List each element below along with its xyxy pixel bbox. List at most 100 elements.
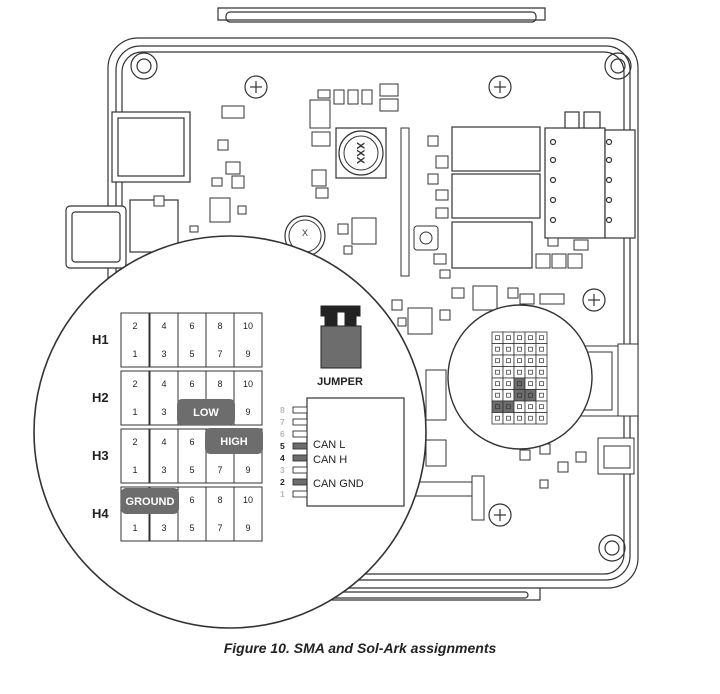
connector-pin-number: 2 xyxy=(280,477,285,487)
pin-number-bottom: 3 xyxy=(161,465,166,475)
pin-number-top: 8 xyxy=(217,379,222,389)
pin-number-bottom: 5 xyxy=(189,349,194,359)
mini-header-pin xyxy=(539,346,544,352)
mini-header-cell xyxy=(513,400,526,413)
connector-pin-number: 3 xyxy=(280,465,285,475)
pin-number-top: 6 xyxy=(189,321,194,331)
mini-header-cell xyxy=(524,377,537,390)
mini-header-cell xyxy=(535,400,548,413)
mini-header-pin xyxy=(517,381,522,387)
connector-pin-number: 4 xyxy=(280,453,285,463)
connector-pin xyxy=(292,442,308,450)
mini-header-pin xyxy=(539,369,544,375)
mini-header-cell xyxy=(513,412,526,425)
mini-header-pin xyxy=(539,404,544,410)
header-pin-cell xyxy=(120,370,150,426)
mini-header-pin xyxy=(506,369,511,375)
mini-header-pin xyxy=(528,346,533,352)
mini-header-pin xyxy=(539,381,544,387)
mini-header-pin xyxy=(495,404,500,410)
mini-header-cell xyxy=(513,331,526,344)
pin-number-bottom: 5 xyxy=(189,523,194,533)
pin-number-top: 2 xyxy=(132,321,137,331)
pin-number-bottom: 9 xyxy=(245,523,250,533)
tag-low-label: LOW xyxy=(193,407,219,419)
pin-number-top: 6 xyxy=(189,379,194,389)
mini-header-cell xyxy=(535,412,548,425)
mini-header-pin xyxy=(539,358,544,364)
mini-header-cell xyxy=(535,377,548,390)
mini-header-cell xyxy=(535,366,548,379)
header-pin-cell xyxy=(149,312,179,368)
header-label-h1: H1 xyxy=(92,332,109,347)
pin-number-bottom: 9 xyxy=(245,407,250,417)
mini-header-cell xyxy=(491,331,504,344)
mini-header-pin xyxy=(506,335,511,341)
pin-number-top: 10 xyxy=(243,321,253,331)
mini-header-cell xyxy=(513,343,526,356)
mini-header-cell xyxy=(513,377,526,390)
mini-header-pin xyxy=(495,381,500,387)
tag-ground: GROUND xyxy=(121,488,179,514)
mini-header-pin xyxy=(517,346,522,352)
mini-header-pin xyxy=(506,392,511,398)
pin-number-bottom: 5 xyxy=(189,465,194,475)
mini-header-cell xyxy=(535,354,548,367)
mini-header-cell xyxy=(524,331,537,344)
mini-header-pin xyxy=(495,335,500,341)
corner-holes xyxy=(130,52,632,562)
connector-pin-number: 8 xyxy=(280,405,285,415)
connector-pin xyxy=(292,478,308,486)
pin-number-bottom: 9 xyxy=(245,465,250,475)
pin-number-top: 6 xyxy=(189,437,194,447)
mini-header-cell xyxy=(491,366,504,379)
tag-high-label: HIGH xyxy=(220,436,248,448)
mini-header-pin xyxy=(528,369,533,375)
mini-header-cell xyxy=(502,354,515,367)
mini-header-pin xyxy=(517,415,522,421)
mini-header-pin xyxy=(517,335,522,341)
mini-header-cell xyxy=(524,389,537,402)
mini-header-pin xyxy=(517,358,522,364)
pin-number-bottom: 3 xyxy=(161,407,166,417)
mini-header-cell xyxy=(502,331,515,344)
pin-number-top: 4 xyxy=(161,437,166,447)
connector-pin xyxy=(292,454,308,462)
mini-header-pin xyxy=(528,404,533,410)
pin-number-top: 2 xyxy=(132,379,137,389)
pin-number-top: 4 xyxy=(161,321,166,331)
mini-header-grid xyxy=(491,331,548,425)
can-l-label: CAN L xyxy=(313,439,345,451)
pin-number-bottom: 1 xyxy=(132,465,137,475)
connector-pin-number: 7 xyxy=(280,417,285,427)
connector-pin xyxy=(292,406,308,414)
pin-number-bottom: 3 xyxy=(161,349,166,359)
pin-number-top: 2 xyxy=(132,437,137,447)
mini-header-cell xyxy=(502,366,515,379)
jumper-label: JUMPER xyxy=(317,376,363,388)
mini-header-pin xyxy=(528,415,533,421)
header-pin-cell xyxy=(120,428,150,484)
mini-header-pin xyxy=(528,381,533,387)
mini-header-pin xyxy=(506,415,511,421)
pin-number-top: 6 xyxy=(189,495,194,505)
pin-number-bottom: 3 xyxy=(161,523,166,533)
pin-number-top: 10 xyxy=(243,379,253,389)
buzzer-label: X xyxy=(302,228,308,238)
header-pin-cell xyxy=(205,486,235,542)
pin-number-top: 10 xyxy=(243,495,253,505)
figure-caption: Figure 10. SMA and Sol-Ark assignments xyxy=(223,640,497,656)
header-label-h2: H2 xyxy=(92,390,109,405)
mini-header-cell xyxy=(502,412,515,425)
mini-header-cell xyxy=(491,400,504,413)
mini-header-cell xyxy=(491,412,504,425)
mini-header-cell xyxy=(535,389,548,402)
pin-number-bottom: 1 xyxy=(132,523,137,533)
jumper: JUMPER xyxy=(317,305,363,388)
mini-header-cell xyxy=(524,400,537,413)
mini-header-cell xyxy=(502,389,515,402)
mini-header-cell xyxy=(491,354,504,367)
header-label-h3: H3 xyxy=(92,448,109,463)
header-label-h4: H4 xyxy=(92,506,109,521)
